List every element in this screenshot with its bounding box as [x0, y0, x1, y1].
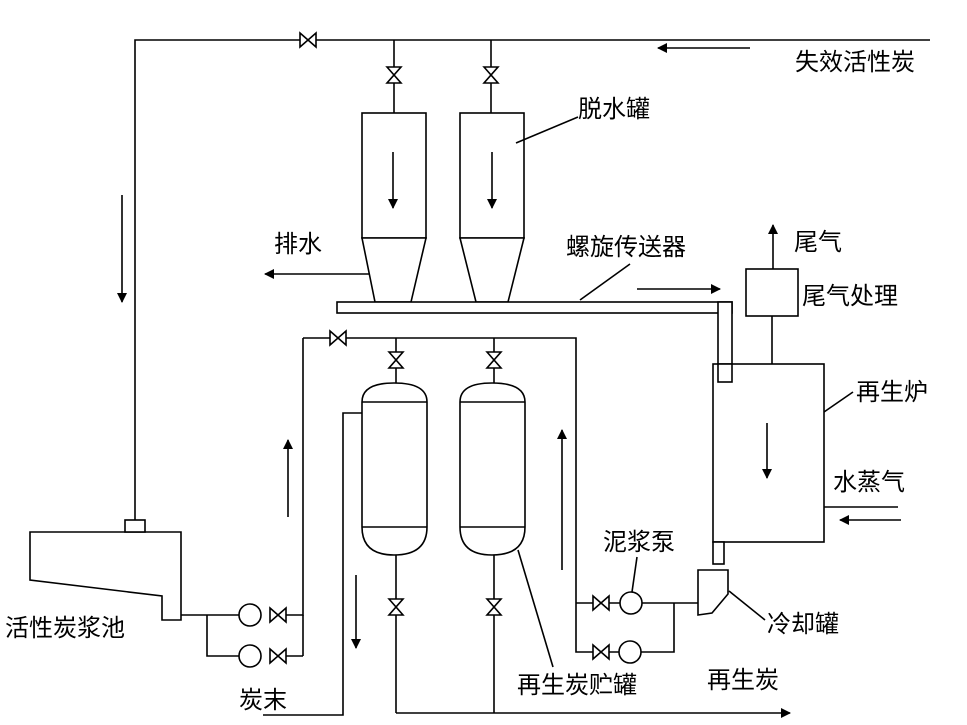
- label-tail-gas-treatment: 尾气处理: [802, 282, 898, 310]
- pump-icon: [238, 603, 262, 627]
- valve[interactable]: [329, 330, 347, 346]
- regenerated-carbon-outlet: [395, 555, 791, 718]
- label-carbon-slurry-pool: 活性炭浆池: [5, 614, 125, 642]
- label-spent-carbon: 失效活性炭: [795, 48, 915, 76]
- label-dewatering-tank: 脱水罐: [578, 95, 650, 123]
- valve[interactable]: [483, 66, 499, 84]
- valve[interactable]: [269, 648, 287, 664]
- carbon-slurry-pool: [29, 531, 182, 621]
- dewatering-tank: [361, 112, 428, 303]
- cooling-tank: [697, 569, 729, 616]
- valve[interactable]: [299, 32, 317, 48]
- label-slurry-pump: 泥浆泵: [603, 528, 675, 556]
- tail-gas-treatment-box: [745, 268, 799, 317]
- slurry-pump-icon: [618, 640, 642, 664]
- regenerated-carbon-storage-tank: [361, 382, 428, 556]
- pump-icon: [238, 644, 262, 668]
- leader-line: [631, 556, 638, 593]
- pool-pump-piping: [181, 338, 304, 657]
- valve[interactable]: [592, 595, 610, 611]
- regeneration-furnace: [712, 363, 825, 565]
- leader-line: [823, 391, 854, 413]
- pool-inlet: [124, 519, 146, 533]
- carbon-fines-pipe: [263, 412, 362, 716]
- leader-line: [728, 590, 766, 621]
- screw-conveyor: [336, 301, 733, 383]
- valve[interactable]: [386, 66, 402, 84]
- label-steam: 水蒸气: [833, 468, 905, 496]
- valve[interactable]: [592, 644, 610, 660]
- label-regenerated-carbon-storage-tank: 再生炭贮罐: [517, 671, 637, 699]
- label-cooling-tank: 冷却罐: [767, 610, 839, 638]
- label-tail-gas: 尾气: [794, 228, 842, 256]
- label-drain: 排水: [274, 230, 322, 258]
- regenerated-carbon-storage-tank: [459, 382, 526, 556]
- valve[interactable]: [486, 351, 502, 369]
- label-carbon-fines: 炭末: [239, 686, 287, 714]
- valve[interactable]: [388, 598, 404, 616]
- dewatering-tank: [458, 112, 526, 303]
- leader-line: [579, 263, 631, 301]
- valve[interactable]: [269, 607, 287, 623]
- leader-line: [517, 549, 554, 668]
- label-regeneration-furnace: 再生炉: [856, 378, 928, 406]
- label-screw-conveyor: 螺旋传送器: [566, 233, 686, 261]
- valve[interactable]: [388, 351, 404, 369]
- label-regenerated-carbon: 再生炭: [707, 666, 779, 694]
- leader-line: [515, 116, 579, 144]
- valve[interactable]: [486, 598, 502, 616]
- slurry-pump-icon: [619, 591, 643, 615]
